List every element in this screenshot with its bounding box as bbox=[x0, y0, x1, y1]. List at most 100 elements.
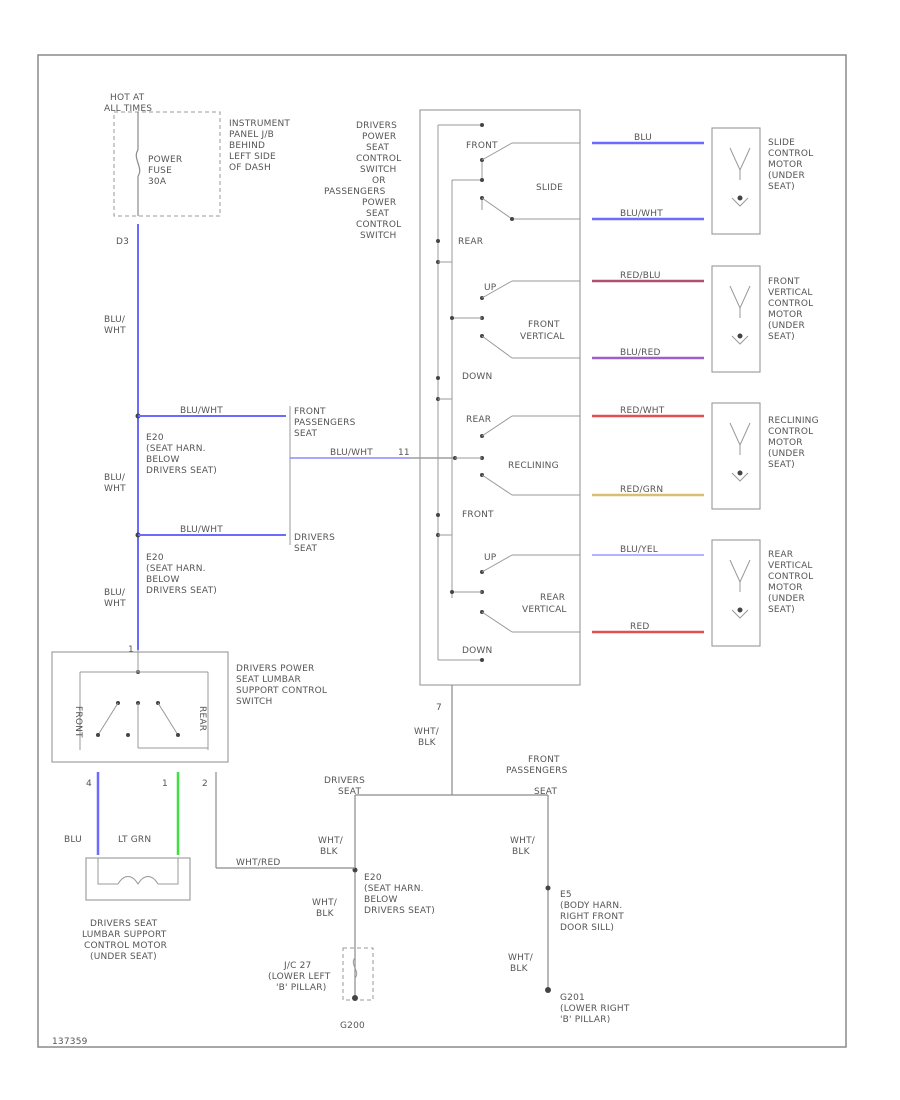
pin-1: 1 bbox=[162, 779, 168, 789]
svg-text:BLU/WHT: BLU/WHT bbox=[620, 209, 663, 219]
svg-text:(UNDER SEAT): (UNDER SEAT) bbox=[90, 952, 157, 962]
svg-text:LUMBAR SUPPORT: LUMBAR SUPPORT bbox=[82, 930, 167, 940]
wht-blk-label-switch: WHT/ BLK bbox=[414, 727, 440, 748]
power-seat-switch-box bbox=[419, 109, 581, 686]
jc27-label: J/C 27 (LOWER LEFT 'B' PILLAR) bbox=[268, 961, 331, 993]
figure-id: 137359 bbox=[52, 1037, 88, 1047]
front-vertical-label: FRONT VERTICAL bbox=[520, 320, 564, 342]
svg-text:BLK: BLK bbox=[418, 738, 437, 748]
lumbar-switch-box bbox=[51, 651, 229, 763]
svg-text:FRONT: FRONT bbox=[528, 755, 560, 765]
svg-text:FRONT: FRONT bbox=[768, 277, 800, 287]
svg-text:BLU/: BLU/ bbox=[104, 588, 126, 598]
svg-text:SEAT: SEAT bbox=[338, 787, 361, 797]
svg-text:BELOW: BELOW bbox=[146, 455, 180, 465]
front-pass-seat-label: FRONT PASSENGERS SEAT bbox=[294, 407, 355, 439]
wire-label-wht-red: WHT/RED bbox=[236, 858, 280, 868]
svg-text:OF DASH: OF DASH bbox=[229, 163, 271, 173]
svg-text:RECLINING: RECLINING bbox=[768, 416, 819, 426]
svg-text:E20: E20 bbox=[364, 873, 382, 883]
svg-text:WHT/: WHT/ bbox=[318, 836, 344, 846]
svg-text:(SEAT HARN.: (SEAT HARN. bbox=[146, 444, 206, 454]
contact-bottom bbox=[480, 658, 484, 662]
svg-text:REAR: REAR bbox=[768, 550, 793, 560]
svg-text:CONTROL MOTOR: CONTROL MOTOR bbox=[84, 941, 167, 951]
svg-text:CONTROL: CONTROL bbox=[768, 149, 813, 159]
ground-g201 bbox=[545, 987, 551, 993]
svg-text:PASSENGERS: PASSENGERS bbox=[506, 766, 568, 776]
rc-rear-label: REAR bbox=[466, 415, 491, 425]
wire-label-blu-wht-3: BLU/ WHT bbox=[104, 588, 126, 609]
drivers-seat-gnd-label: DRIVERS SEAT bbox=[324, 776, 365, 797]
svg-text:DRIVERS: DRIVERS bbox=[356, 121, 397, 131]
svg-text:MOTOR: MOTOR bbox=[768, 310, 803, 320]
e5-label: E5 (BODY HARN. RIGHT FRONT DOOR SILL) bbox=[560, 890, 624, 933]
wht-blk-label-c: WHT/ BLK bbox=[312, 898, 338, 919]
fv-rail-dot bbox=[450, 316, 454, 320]
lumbar-motor-leads bbox=[97, 858, 179, 885]
svg-text:RIGHT FRONT: RIGHT FRONT bbox=[560, 912, 624, 922]
splice-e5 bbox=[545, 885, 551, 891]
rail-dot-3 bbox=[436, 376, 440, 380]
svg-text:REAR: REAR bbox=[540, 593, 565, 603]
svg-text:BELOW: BELOW bbox=[364, 895, 398, 905]
svg-text:'B' PILLAR): 'B' PILLAR) bbox=[560, 1015, 610, 1025]
svg-text:BLU/: BLU/ bbox=[104, 315, 126, 325]
svg-text:WHT/: WHT/ bbox=[312, 898, 338, 908]
rv-arm-1 bbox=[481, 554, 513, 573]
svg-text:SEAT): SEAT) bbox=[768, 182, 795, 192]
rail-dot-5 bbox=[436, 513, 440, 517]
svg-text:(LOWER RIGHT: (LOWER RIGHT bbox=[560, 1004, 630, 1014]
svg-text:WHT/: WHT/ bbox=[510, 836, 536, 846]
svg-text:(UNDER: (UNDER bbox=[768, 594, 805, 604]
svg-text:POWER: POWER bbox=[362, 198, 396, 208]
lumbar-c6 bbox=[176, 733, 180, 737]
front-pass-seat-gnd-label: FRONT PASSENGERS SEAT bbox=[506, 755, 568, 797]
wht-blk-label-d: WHT/ BLK bbox=[508, 953, 534, 974]
svg-text:DRIVERS SEAT): DRIVERS SEAT) bbox=[364, 906, 435, 916]
svg-text:OR: OR bbox=[372, 176, 386, 186]
svg-text:CONTROL: CONTROL bbox=[768, 427, 813, 437]
svg-text:DRIVERS SEAT: DRIVERS SEAT bbox=[90, 919, 158, 929]
wire-label-blu-wht-2: BLU/ WHT bbox=[104, 473, 126, 494]
svg-text:PASSENGERS: PASSENGERS bbox=[324, 187, 386, 197]
wire-label-ltgrn: LT GRN bbox=[118, 835, 151, 845]
svg-text:RED/GRN: RED/GRN bbox=[620, 485, 663, 495]
fuse-label: FUSE bbox=[148, 166, 172, 176]
svg-text:BLK: BLK bbox=[320, 847, 339, 857]
fuse-name: POWER bbox=[148, 155, 182, 165]
svg-text:VERTICAL: VERTICAL bbox=[768, 288, 813, 298]
svg-text:SEAT): SEAT) bbox=[768, 332, 795, 342]
g201-label: G201 (LOWER RIGHT 'B' PILLAR) bbox=[560, 993, 630, 1025]
jc27-box bbox=[342, 947, 374, 1001]
lumbar-motor-symbol bbox=[117, 876, 159, 885]
svg-text:(SEAT HARN.: (SEAT HARN. bbox=[364, 884, 424, 894]
all-times-label: ALL TIMES bbox=[104, 104, 152, 114]
svg-text:RED: RED bbox=[630, 622, 649, 632]
fuse-symbol bbox=[135, 149, 141, 177]
svg-text:(UNDER: (UNDER bbox=[768, 449, 805, 459]
svg-text:FRONT: FRONT bbox=[528, 320, 560, 330]
contact-top bbox=[480, 123, 484, 127]
lumbar-motor-label: DRIVERS SEAT LUMBAR SUPPORT CONTROL MOTO… bbox=[82, 919, 167, 962]
svg-text:(LOWER LEFT: (LOWER LEFT bbox=[268, 972, 331, 982]
svg-text:BLU: BLU bbox=[634, 133, 652, 143]
svg-text:SEAT): SEAT) bbox=[768, 460, 795, 470]
rc-front-label: FRONT bbox=[462, 510, 494, 520]
svg-text:SEAT LUMBAR: SEAT LUMBAR bbox=[236, 675, 301, 685]
svg-text:VERTICAL: VERTICAL bbox=[768, 561, 813, 571]
svg-text:SLIDE: SLIDE bbox=[768, 138, 795, 148]
pin-11: 11 bbox=[398, 448, 410, 458]
svg-text:WHT/: WHT/ bbox=[414, 727, 440, 737]
ip-box-label: INSTRUMENT PANEL J/B BEHIND LEFT SIDE OF… bbox=[229, 119, 290, 173]
front-vertical-motor: FRONT VERTICAL CONTROL MOTOR (UNDER SEAT… bbox=[711, 265, 813, 373]
rv-down-label: DOWN bbox=[462, 646, 492, 656]
svg-text:SEAT: SEAT bbox=[366, 209, 389, 219]
svg-text:WHT/: WHT/ bbox=[508, 953, 534, 963]
svg-text:PANEL J/B: PANEL J/B bbox=[229, 130, 274, 140]
svg-text:DRIVERS SEAT): DRIVERS SEAT) bbox=[146, 466, 217, 476]
svg-text:RED/BLU: RED/BLU bbox=[620, 271, 661, 281]
svg-text:CONTROL: CONTROL bbox=[356, 154, 401, 164]
slide-arm-1 bbox=[481, 142, 513, 161]
